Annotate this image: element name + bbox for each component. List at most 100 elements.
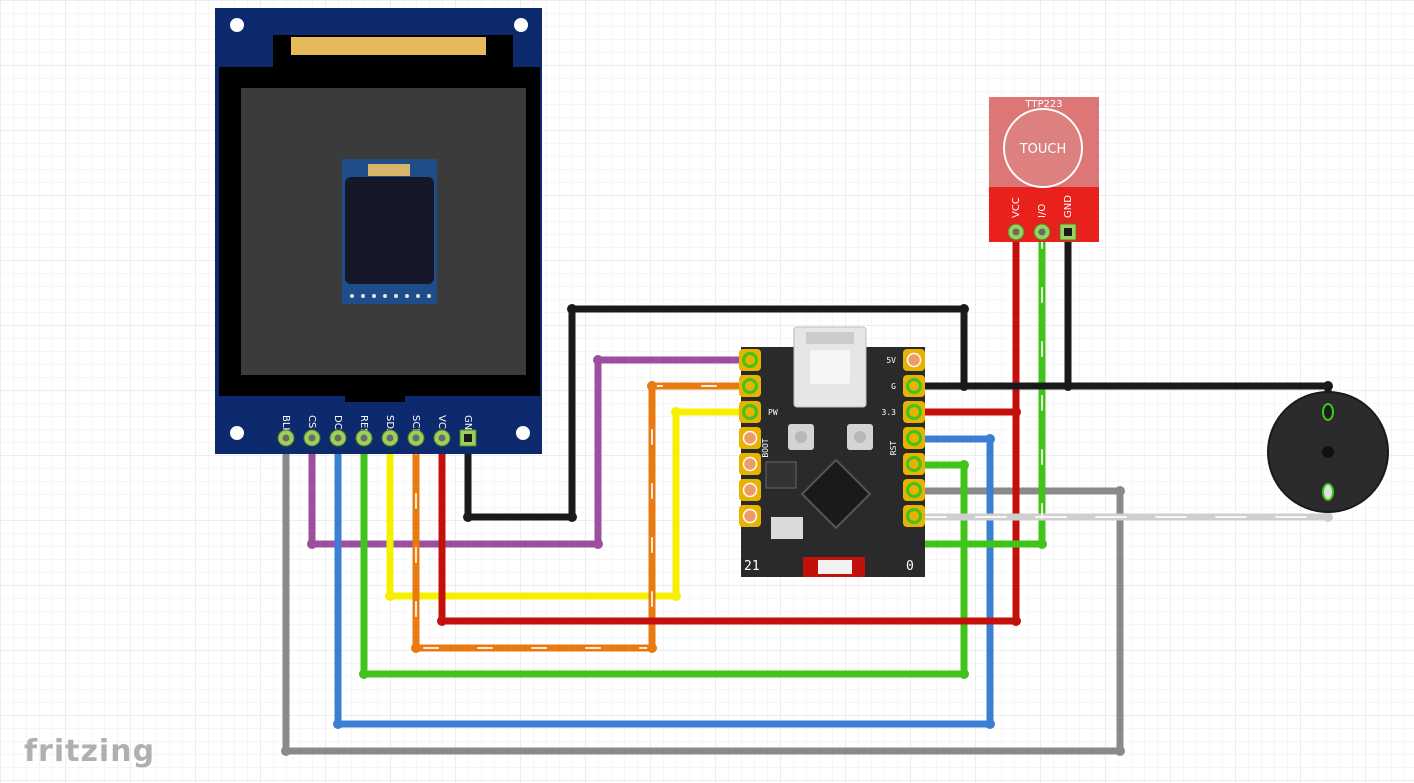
tft-bezel-tab [345, 390, 405, 402]
right-pin-label-3: RST [889, 441, 898, 456]
wire-joint [985, 719, 995, 729]
wire-joint [411, 643, 421, 653]
wire-joint [959, 304, 969, 314]
thumb-pin [350, 294, 354, 298]
wire-joint [307, 539, 317, 549]
wire-joint [1011, 407, 1021, 417]
touch-sensor-module[interactable]: TTP223 TOUCH VCC I/O GND [989, 97, 1099, 242]
tft-thumbnail [342, 159, 437, 304]
tft-pin-hole [412, 434, 420, 442]
tft-pin-label-blk: BLK [280, 415, 291, 434]
touch-pin-hole [1038, 228, 1046, 236]
wire-joint [1115, 746, 1125, 756]
thumb-pin [416, 294, 420, 298]
mcu-chip [800, 458, 872, 530]
wire-joint [959, 669, 969, 679]
touch-pad-label: TOUCH [1019, 142, 1067, 157]
left-pin-4[interactable] [742, 456, 758, 472]
wire-joint [463, 512, 473, 522]
usb-connector [793, 326, 867, 408]
tft-pin-label-scl: SCL [410, 415, 421, 434]
right-pin-1[interactable] [906, 378, 922, 394]
left-pin-6[interactable] [742, 508, 758, 524]
wire-joint [567, 512, 577, 522]
tft-pins [277, 429, 477, 447]
touch-pin-label-0: VCC [1011, 197, 1022, 218]
wire-joint [385, 591, 395, 601]
left-pin-3[interactable] [742, 430, 758, 446]
wire-joint [1011, 616, 1021, 626]
right-pin-label-2: 3.3 [882, 408, 897, 417]
tft-pin-hole [282, 434, 290, 442]
led-highlight [818, 560, 852, 574]
right-pin-3[interactable] [906, 430, 922, 446]
buzzer-pin-top[interactable] [1322, 403, 1334, 421]
right-pin-5[interactable] [906, 482, 922, 498]
mount-hole-tl [230, 18, 244, 32]
wire-joint [437, 616, 447, 626]
buzzer-pin-bottom[interactable] [1322, 483, 1334, 501]
buzzer-module[interactable] [1267, 391, 1389, 513]
tft-pin-hole [464, 434, 472, 442]
left-pin-1[interactable] [742, 378, 758, 394]
right-pin-6[interactable] [906, 508, 922, 524]
touch-pin-label-2: GND [1063, 195, 1074, 218]
wire-joint [985, 434, 995, 444]
tft-pin-hole [308, 434, 316, 442]
left-pin-2[interactable] [742, 404, 758, 420]
wire-joint [1037, 539, 1047, 549]
wire-joint [593, 539, 603, 549]
left-pin-label-3: BOOT [761, 438, 770, 457]
tft-pin-hole [386, 434, 394, 442]
regulator-chip [765, 461, 797, 489]
left-pin-5[interactable] [742, 482, 758, 498]
tft-pin-hole [360, 434, 368, 442]
mount-hole-bl [230, 426, 244, 440]
left-pin-0[interactable] [742, 352, 758, 368]
tft-pin-hole [334, 434, 342, 442]
tft-pin-label-gnd: GND [462, 415, 473, 438]
wire-joint [647, 381, 657, 391]
tft-ribbon [291, 37, 486, 55]
wire-joint [959, 460, 969, 470]
mount-hole-br [516, 426, 530, 440]
wire-joint [671, 407, 681, 417]
thumb-pin [383, 294, 387, 298]
wire-joint [1323, 512, 1333, 522]
wire-joint [671, 591, 681, 601]
mcu-corner-label-left: 21 [744, 559, 760, 574]
right-pin-label-1: G [891, 382, 896, 391]
right-pin-2[interactable] [906, 404, 922, 420]
tft-pin-hole [438, 434, 446, 442]
wire-joint [959, 381, 969, 391]
thumb-pin [372, 294, 376, 298]
fritzing-watermark: fritzing [24, 734, 155, 769]
right-pin-4[interactable] [906, 456, 922, 472]
wire-joint [1115, 486, 1125, 496]
mount-hole-tr [514, 18, 528, 32]
buzzer-hole [1322, 446, 1334, 458]
touch-pin-labels: VCC I/O GND [1011, 195, 1074, 218]
boot-button-cap [795, 431, 807, 443]
touch-model-label: TTP223 [1024, 99, 1062, 110]
antenna-block [771, 517, 803, 539]
wire-joint [593, 355, 603, 365]
touch-pin-label-1: I/O [1037, 204, 1048, 218]
right-pin-0[interactable] [906, 352, 922, 368]
tft-pin-label-res: RES [358, 415, 369, 435]
wire-joint [567, 304, 577, 314]
touch-pins [1007, 223, 1077, 241]
tft-pin-label-dc: DC [332, 415, 343, 430]
left-pin-label-2: PW [768, 408, 778, 417]
wire-joints [281, 304, 1333, 756]
touch-pad[interactable] [1003, 108, 1083, 188]
reset-button-cap [854, 431, 866, 443]
wire-joint [281, 746, 291, 756]
wire-joint [1063, 381, 1073, 391]
